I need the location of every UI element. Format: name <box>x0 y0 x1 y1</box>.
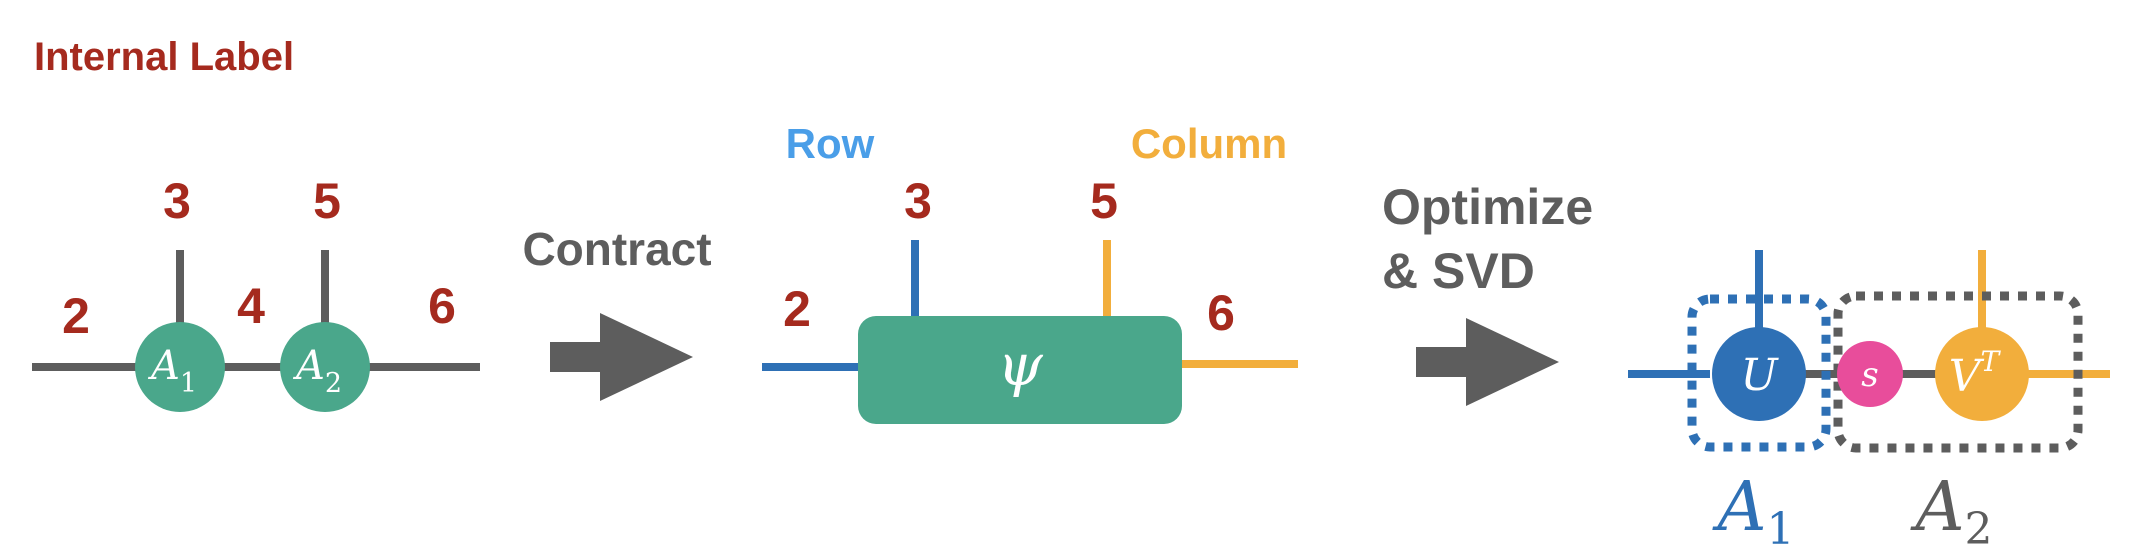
contract-label: Contract <box>522 223 711 275</box>
psi-index-label-3: 3 <box>904 173 932 229</box>
group-a1-box <box>1687 294 1831 452</box>
middle-network: Row Column ψ 2 3 5 6 <box>762 120 1298 424</box>
index-label-2: 2 <box>62 288 90 344</box>
psi-index-label-2: 2 <box>783 281 811 337</box>
arrow-right-icon <box>550 313 693 401</box>
tensor-node-a1 <box>135 322 225 412</box>
svd-label: & SVD <box>1382 243 1535 299</box>
s-node-label: s <box>1861 355 1878 395</box>
group-a1-label: A1 <box>1711 468 1794 554</box>
psi-index-label-5: 5 <box>1090 173 1118 229</box>
psi-label: ψ <box>997 331 1043 399</box>
psi-index-label-6: 6 <box>1207 285 1235 341</box>
tensor-node-a2-label: A2 <box>292 343 342 399</box>
index-label-4: 4 <box>237 278 265 334</box>
vt-node-label: VT <box>1949 345 2002 402</box>
arrow-right-icon <box>1416 318 1559 406</box>
column-label: Column <box>1131 120 1287 167</box>
left-network: A1 A2 2 3 4 5 6 <box>32 173 480 412</box>
optimize-label: Optimize <box>1382 179 1593 235</box>
diagram-title: Internal Label <box>34 35 294 79</box>
tensor-node-a1-label: A1 <box>147 343 197 399</box>
right-network: U s VT A1 A2 <box>1628 250 2110 554</box>
s-node <box>1837 341 1903 407</box>
u-node <box>1712 327 1806 421</box>
index-label-5: 5 <box>313 173 341 229</box>
group-a2-label: A2 <box>1909 468 1992 554</box>
index-label-3: 3 <box>163 173 191 229</box>
row-label: Row <box>786 120 875 167</box>
tensor-node-a2 <box>280 322 370 412</box>
index-label-6: 6 <box>428 278 456 334</box>
u-node-label: U <box>1740 350 1779 401</box>
psi-tensor <box>858 316 1182 424</box>
vt-node <box>1935 327 2029 421</box>
